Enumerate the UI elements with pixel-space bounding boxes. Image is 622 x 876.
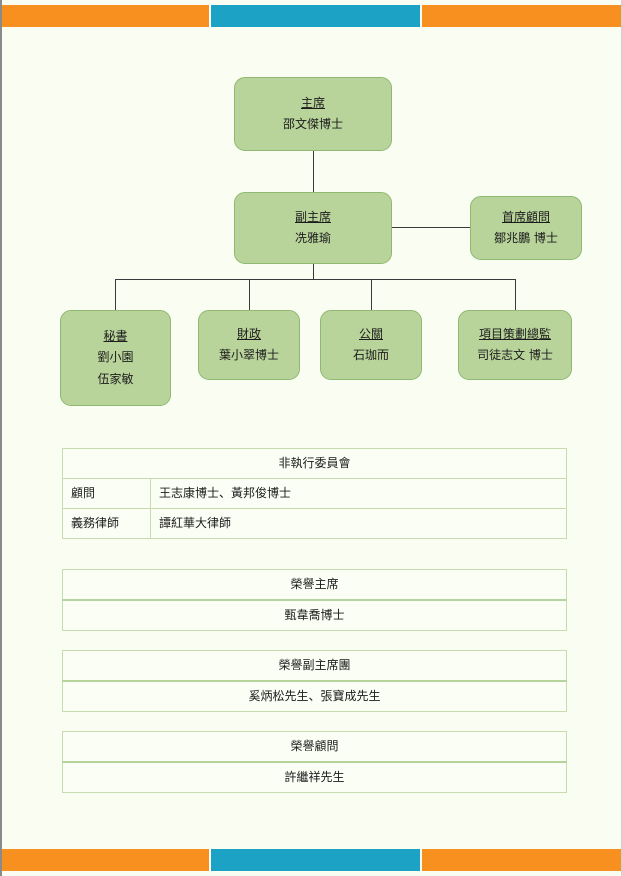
banner-gap-left-bottom — [209, 849, 211, 871]
org-node-chiefadvisor-person: 鄒兆鵬 博士 — [494, 231, 558, 245]
banner-segment-blue — [211, 5, 420, 27]
table-cell-honorary-advisor: 許繼祥先生 — [62, 761, 567, 793]
org-node-projects-person: 司徒志文 博士 — [477, 348, 553, 362]
org-node-chairman-person: 邵文傑博士 — [282, 117, 343, 131]
table-cell-honorary-vice-chairmen: 奚炳松先生、張寶成先生 — [62, 680, 567, 712]
org-node-secretary-title: 秘書 — [103, 329, 128, 343]
org-node-finance[interactable]: 財政 葉小翠博士 — [198, 310, 300, 380]
table-row: 顧問 王志康博士、黃邦俊博士 — [62, 478, 567, 509]
table-nonexecutive-committee: 非執行委員會 顧問 王志康博士、黃邦俊博士 義務律師 譚紅華大律師 — [62, 448, 567, 539]
org-node-pr-title: 公關 — [358, 327, 383, 341]
org-node-chairman-title: 主席 — [300, 96, 325, 110]
org-node-pr-person: 石珈而 — [352, 348, 389, 362]
connector-vicechairman-to-chiefadvisor — [392, 227, 470, 228]
org-node-projects[interactable]: 項目策劃總監 司徒志文 博士 — [458, 310, 572, 380]
table-honorary-vice-chairmen: 榮譽副主席團 奚炳松先生、張寶成先生 — [62, 650, 567, 712]
connector-drop-finance — [249, 279, 250, 310]
banner-gap-right-bottom — [420, 849, 422, 871]
org-node-finance-title: 財政 — [236, 327, 261, 341]
table-header-honorary-chairman: 榮譽主席 — [62, 569, 567, 601]
org-node-vicechairman-person: 冼雅瑜 — [294, 231, 331, 245]
org-node-pr[interactable]: 公關 石珈而 — [320, 310, 422, 380]
table-cell-value-legal: 譚紅華大律師 — [150, 508, 567, 539]
banner-gap-left — [209, 5, 211, 27]
banner-segment-orange-left-bottom — [2, 849, 209, 871]
table-row-header: 榮譽主席 — [62, 569, 567, 601]
connector-horizontal-bus — [115, 279, 515, 280]
banner-segment-orange-right — [422, 5, 621, 27]
connector-vicechairman-down — [313, 264, 314, 279]
table-row: 奚炳松先生、張寶成先生 — [62, 680, 567, 712]
table-row: 甄韋喬博士 — [62, 599, 567, 631]
table-row: 許繼祥先生 — [62, 761, 567, 793]
connector-drop-projects — [515, 279, 516, 310]
org-node-chiefadvisor[interactable]: 首席顧問 鄒兆鵬 博士 — [470, 196, 582, 260]
table-row: 義務律師 譚紅華大律師 — [62, 508, 567, 539]
org-node-secretary-person-2: 伍家敏 — [97, 372, 134, 386]
org-node-projects-title: 項目策劃總監 — [478, 327, 551, 341]
bottom-banner — [2, 849, 621, 871]
table-honorary-chairman: 榮譽主席 甄韋喬博士 — [62, 569, 567, 631]
table-cell-honorary-chairman: 甄韋喬博士 — [62, 599, 567, 631]
connector-drop-pr — [371, 279, 372, 310]
table-header-honorary-advisor: 榮譽顧問 — [62, 731, 567, 763]
org-node-chairman[interactable]: 主席 邵文傑博士 — [234, 77, 392, 151]
org-node-finance-person: 葉小翠博士 — [218, 348, 279, 362]
table-cell-value-advisors: 王志康博士、黃邦俊博士 — [150, 478, 567, 509]
org-node-chiefadvisor-title: 首席顧問 — [501, 210, 550, 224]
org-node-secretary[interactable]: 秘書 劉小園 伍家敏 — [60, 310, 171, 406]
org-node-secretary-person-1: 劉小園 — [97, 350, 134, 364]
banner-segment-orange-right-bottom — [422, 849, 621, 871]
table-header-honorary-vice-chairmen: 榮譽副主席團 — [62, 650, 567, 682]
connector-chairman-to-vicechairman — [313, 151, 314, 192]
connector-drop-secretary — [115, 279, 116, 310]
table-honorary-advisor: 榮譽顧問 許繼祥先生 — [62, 731, 567, 793]
banner-segment-orange-left — [2, 5, 209, 27]
table-row-header: 榮譽顧問 — [62, 731, 567, 763]
org-node-vicechairman[interactable]: 副主席 冼雅瑜 — [234, 192, 392, 264]
table-cell-label-legal: 義務律師 — [62, 508, 151, 539]
table-row-header: 榮譽副主席團 — [62, 650, 567, 682]
org-node-vicechairman-title: 副主席 — [294, 210, 331, 224]
banner-gap-right — [420, 5, 422, 27]
table-cell-label-advisors: 顧問 — [62, 478, 151, 509]
table-row-header: 非執行委員會 — [62, 448, 567, 479]
banner-segment-blue-bottom — [211, 849, 420, 871]
org-chart: 主席 邵文傑博士 副主席 冼雅瑜 首席顧問 鄒兆鵬 博士 秘書 劉小園 伍家敏 … — [2, 0, 621, 430]
top-banner — [2, 5, 621, 27]
table-header-nonexecutive: 非執行委員會 — [62, 448, 567, 479]
